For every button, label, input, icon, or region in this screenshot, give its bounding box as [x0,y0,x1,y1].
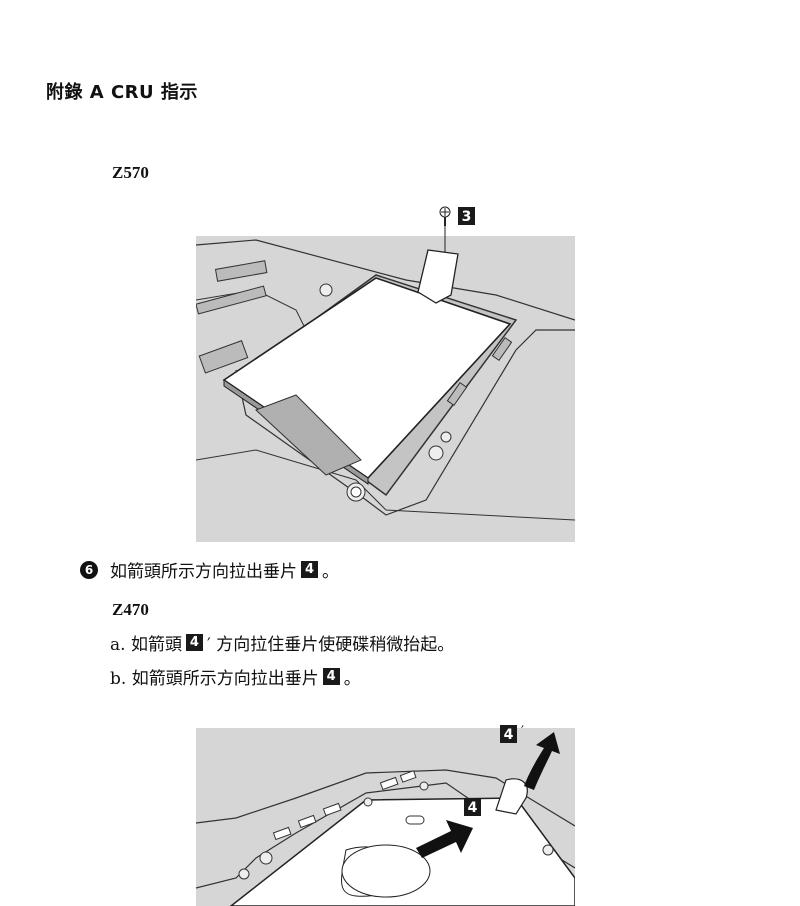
instruction-b-prefix: b. 如箭頭所示方向拉出垂片 [110,669,319,689]
step-number-badge: 6 [80,560,98,579]
instruction-a-tag: 4 [185,634,203,651]
figure-z470-hdd: 4 ′ 4 [196,724,575,906]
model-label-z470: Z470 [112,600,149,619]
instruction-a-suffix: ′ 方向拉住垂片使硬碟稍微抬起。 [206,635,455,655]
callout-4b-label: 4 [468,800,478,816]
instruction-b-suffix: 。 [343,669,361,689]
step-6-end: 。 [322,562,339,582]
model-label-z570: Z570 [112,163,149,182]
callout-4a-label: 4 [504,727,514,743]
callout-3-label: 3 [462,209,472,225]
figure-z570-hdd: 3 [196,206,575,542]
callout-4a-prime: ′ [521,724,524,739]
step-6-tag: 4 [301,561,318,578]
page-header: 附錄 A CRU 指示 [46,82,198,103]
instruction-b: b. 如箭頭所示方向拉出垂片 4 。 [110,664,361,689]
instruction-a: a. 如箭頭 4 ′ 方向拉住垂片使硬碟稍微抬起。 [110,630,454,655]
step-6: 6 如箭頭所示方向拉出垂片 4 。 [80,557,339,582]
screw-icon [439,206,451,252]
instruction-a-prefix: a. 如箭頭 [110,635,182,655]
step-6-text: 如箭頭所示方向拉出垂片 [110,562,297,582]
callout-box [458,207,475,225]
instruction-b-tag: 4 [322,668,340,685]
